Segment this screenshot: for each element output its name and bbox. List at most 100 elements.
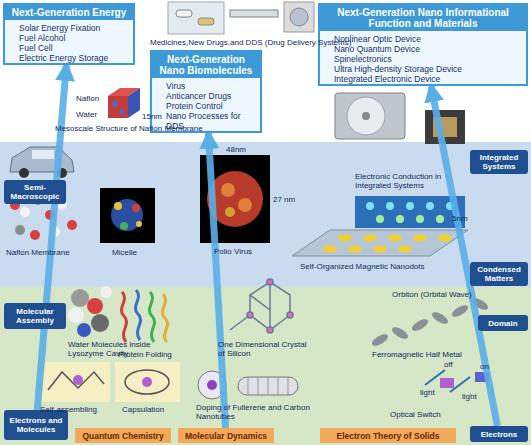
heading-text: Quantum Chemistry xyxy=(82,431,163,441)
goal-box: Next-Generation Nano BiomoleculesVirusAn… xyxy=(150,50,262,133)
goal-box: Next-Generation EnergySolar Energy Fixat… xyxy=(3,3,135,65)
head-group xyxy=(136,221,142,227)
storage-photos xyxy=(335,93,465,144)
disk-platter xyxy=(347,97,385,135)
heading-text: Molecular Dynamics xyxy=(185,431,267,441)
atom xyxy=(376,215,384,223)
hard-disk xyxy=(335,93,405,139)
nanodot xyxy=(348,246,362,253)
cube-side xyxy=(128,88,140,118)
atom xyxy=(416,215,424,223)
heading-text: Next-Generation Nano Informational Funct… xyxy=(320,5,526,31)
switch-molecule xyxy=(440,378,454,388)
item-text: Fuel Alcohol xyxy=(5,33,133,43)
nafion-cube xyxy=(108,88,140,118)
nanodot xyxy=(373,246,387,253)
caption-text: Medicines,New Drugs,and DDS (Drug Delive… xyxy=(150,38,351,47)
caption-text: on xyxy=(480,362,489,371)
item-text: Integrated Electronic Device xyxy=(320,74,526,84)
lysozyme-image xyxy=(68,286,112,337)
guest-molecule xyxy=(142,377,152,387)
heading-text: Integrated Systems xyxy=(470,153,528,171)
atom xyxy=(20,207,30,217)
atom xyxy=(366,202,374,210)
substrate-plate xyxy=(292,230,468,256)
caption-text: Doping of Fullerene and Carbon Nanotubes xyxy=(196,403,311,421)
caption-text: Orbiton (Orbital Wave) xyxy=(392,290,472,299)
scale-label: Condensed Matters xyxy=(470,262,528,286)
micelle-core xyxy=(111,199,143,231)
item-text: Virus xyxy=(152,81,260,91)
orbital xyxy=(410,317,430,333)
silicon-atom xyxy=(287,312,293,318)
conduction-image xyxy=(355,196,465,228)
heading-text: Electron Theory of Solids xyxy=(337,431,440,441)
capsule xyxy=(125,370,169,394)
pill xyxy=(176,10,192,17)
caption-text: Naflon xyxy=(76,94,99,103)
atom xyxy=(15,225,25,235)
atom xyxy=(71,289,89,307)
image-frame xyxy=(40,362,110,402)
item-text: Anticancer Drugs xyxy=(152,91,260,101)
atom xyxy=(426,202,434,210)
caption-text: Electronic Conduction in Integrated Syst… xyxy=(355,172,470,190)
nanodot xyxy=(388,235,402,242)
caption-text: Self-Organized Magnetic Nanodots xyxy=(300,262,425,271)
caption-text: Micelle xyxy=(112,248,137,257)
capsid-protein xyxy=(225,207,235,217)
atom xyxy=(77,323,91,337)
atom xyxy=(91,314,109,332)
item-text: Solar Energy Fixation xyxy=(5,23,133,33)
label-wrap: Molecular Assembly xyxy=(4,307,66,325)
self-assembly-image xyxy=(40,362,110,402)
pill xyxy=(198,18,214,25)
method-label: Molecular Dynamics xyxy=(178,428,274,443)
label-wrap: Integrated Systems xyxy=(470,153,528,171)
caption-text: Capsulation xyxy=(122,405,164,414)
caption-text: Ferromagnetic Half Metal xyxy=(372,350,462,359)
silicon-atom xyxy=(247,312,253,318)
heading-text: Condensed Matters xyxy=(470,265,528,283)
orbital xyxy=(450,303,470,319)
caption-text: Mesoscale Structure of Naflon Membrane xyxy=(55,124,203,133)
item-text: Fuel Cell xyxy=(5,43,133,53)
atom xyxy=(68,307,84,323)
orbital xyxy=(370,332,390,348)
helix xyxy=(121,292,126,342)
capsule-dish xyxy=(290,8,308,26)
silicon-crystal xyxy=(230,279,293,333)
condensed-band xyxy=(0,142,531,287)
label-wrap: Electrons and Molecules xyxy=(4,416,68,434)
capsid-protein xyxy=(221,183,235,197)
caption-text: 27 nm xyxy=(273,195,295,204)
method-label: Electron Theory of Solids xyxy=(320,428,456,443)
atom xyxy=(67,220,77,230)
heading-text: Semi-Macroscopic xyxy=(4,183,66,201)
caption-text: light xyxy=(462,392,477,401)
helix xyxy=(135,290,140,340)
heading-text: Electrons xyxy=(481,430,517,439)
scale-label: Electrons and Molecules xyxy=(4,410,68,440)
guest-molecule xyxy=(73,375,83,385)
tube-lattice xyxy=(248,377,288,395)
label-wrap: Electron Theory of Solids xyxy=(337,431,440,441)
capsulation-image xyxy=(115,362,180,402)
scale-label: Domain xyxy=(478,315,528,331)
nanodot xyxy=(323,246,337,253)
micelle-image xyxy=(100,188,155,243)
cube-front xyxy=(108,96,128,118)
fullerene-image xyxy=(198,371,298,399)
car-wheel xyxy=(19,168,29,178)
disk-spindle xyxy=(362,112,370,120)
item-text: Electric Energy Storage xyxy=(5,53,133,63)
car-window xyxy=(32,150,54,159)
caption-text: light xyxy=(420,388,435,397)
molecule-chain xyxy=(48,372,104,390)
label-wrap: Electrons xyxy=(481,430,517,439)
label-wrap: Semi-Macroscopic xyxy=(4,183,66,201)
orbital xyxy=(390,325,410,341)
caption-text: Naflon Membrane xyxy=(6,248,70,257)
protein-image xyxy=(121,290,167,342)
